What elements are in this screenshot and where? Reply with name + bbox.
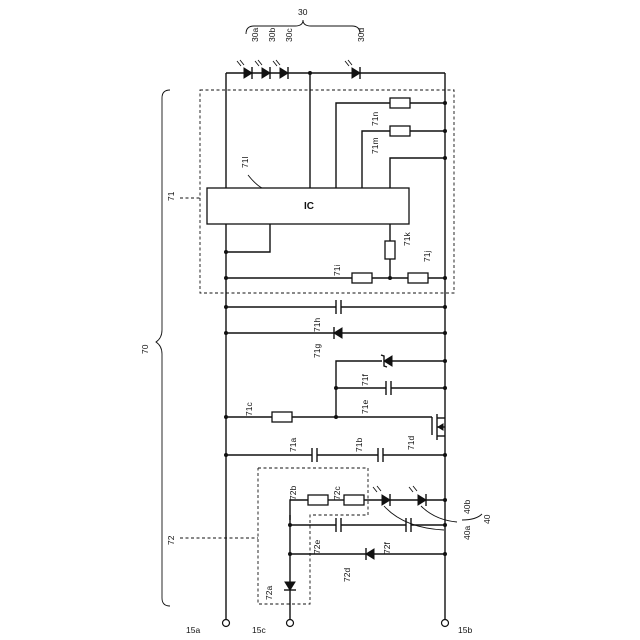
label-71n: 71n xyxy=(370,112,380,126)
label-72e: 72e xyxy=(312,540,322,554)
led-string-30: 30 30a 30b 30c 30d xyxy=(237,7,366,79)
block-72: 72 72b 72c 40a 40b 40 72e 72f xyxy=(166,468,492,604)
label-71d: 71d xyxy=(406,436,416,450)
led-30b xyxy=(262,68,270,78)
led-40b xyxy=(418,495,426,505)
capacitor-71h: 71h xyxy=(224,300,447,332)
label-71i: 71i xyxy=(332,265,342,276)
terminal-15b xyxy=(442,620,449,627)
label-72c: 72c xyxy=(332,486,342,500)
gate-network: 71f 71e 71c 71d xyxy=(224,355,447,450)
label-ic: IC xyxy=(304,201,314,212)
zener-71f xyxy=(384,356,392,366)
label-70: 70 xyxy=(140,344,150,354)
label-71e: 71e xyxy=(360,400,370,414)
brace-30 xyxy=(246,20,360,34)
bracket-70: 70 xyxy=(140,90,170,606)
label-40b: 40b xyxy=(462,500,472,514)
resistor-71j xyxy=(408,273,428,283)
resistor-72b xyxy=(308,495,328,505)
label-30d: 30d xyxy=(356,28,366,42)
resistor-71k xyxy=(385,241,395,259)
label-15b: 15b xyxy=(458,625,472,635)
label-30a: 30a xyxy=(250,28,260,42)
resistor-71n xyxy=(390,98,410,108)
label-71m: 71m xyxy=(370,137,380,154)
label-40a: 40a xyxy=(462,526,472,540)
label-71f: 71f xyxy=(360,374,370,386)
resistor-71i xyxy=(352,273,372,283)
led-30c xyxy=(280,68,288,78)
label-30: 30 xyxy=(298,7,308,17)
resistor-72c xyxy=(344,495,364,505)
label-71j: 71j xyxy=(422,251,432,262)
label-72a: 72a xyxy=(264,586,274,600)
led-40a xyxy=(382,495,390,505)
label-72: 72 xyxy=(166,535,176,545)
block-71: 71 IC 71l 71n 71m 71k 71i 7 xyxy=(166,73,454,293)
label-40: 40 xyxy=(482,514,492,524)
label-30c: 30c xyxy=(284,28,294,42)
label-71l: 71l xyxy=(240,157,250,168)
label-71a: 71a xyxy=(288,438,298,452)
label-71k: 71k xyxy=(402,232,412,246)
label-15c: 15c xyxy=(252,625,266,635)
led-30d xyxy=(352,68,360,78)
label-72d: 72d xyxy=(342,568,352,582)
label-72f: 72f xyxy=(382,542,392,554)
diode-71g: 71g xyxy=(224,327,447,358)
label-71: 71 xyxy=(166,191,176,201)
diode-72a xyxy=(285,582,295,590)
terminals: 15a 15c 15b xyxy=(186,620,472,636)
emission-arrows xyxy=(237,60,352,66)
label-71h: 71h xyxy=(312,318,322,332)
label-71g: 71g xyxy=(312,344,322,358)
label-71b: 71b xyxy=(354,438,364,452)
led-30a xyxy=(244,68,252,78)
resistor-71m xyxy=(390,126,410,136)
label-72b: 72b xyxy=(288,486,298,500)
resistor-71c xyxy=(272,412,292,422)
diode-72d xyxy=(366,549,374,559)
label-30b: 30b xyxy=(267,28,277,42)
terminal-15c xyxy=(287,620,294,627)
label-15a: 15a xyxy=(186,625,200,635)
terminal-15a xyxy=(223,620,230,627)
label-71c: 71c xyxy=(244,402,254,416)
